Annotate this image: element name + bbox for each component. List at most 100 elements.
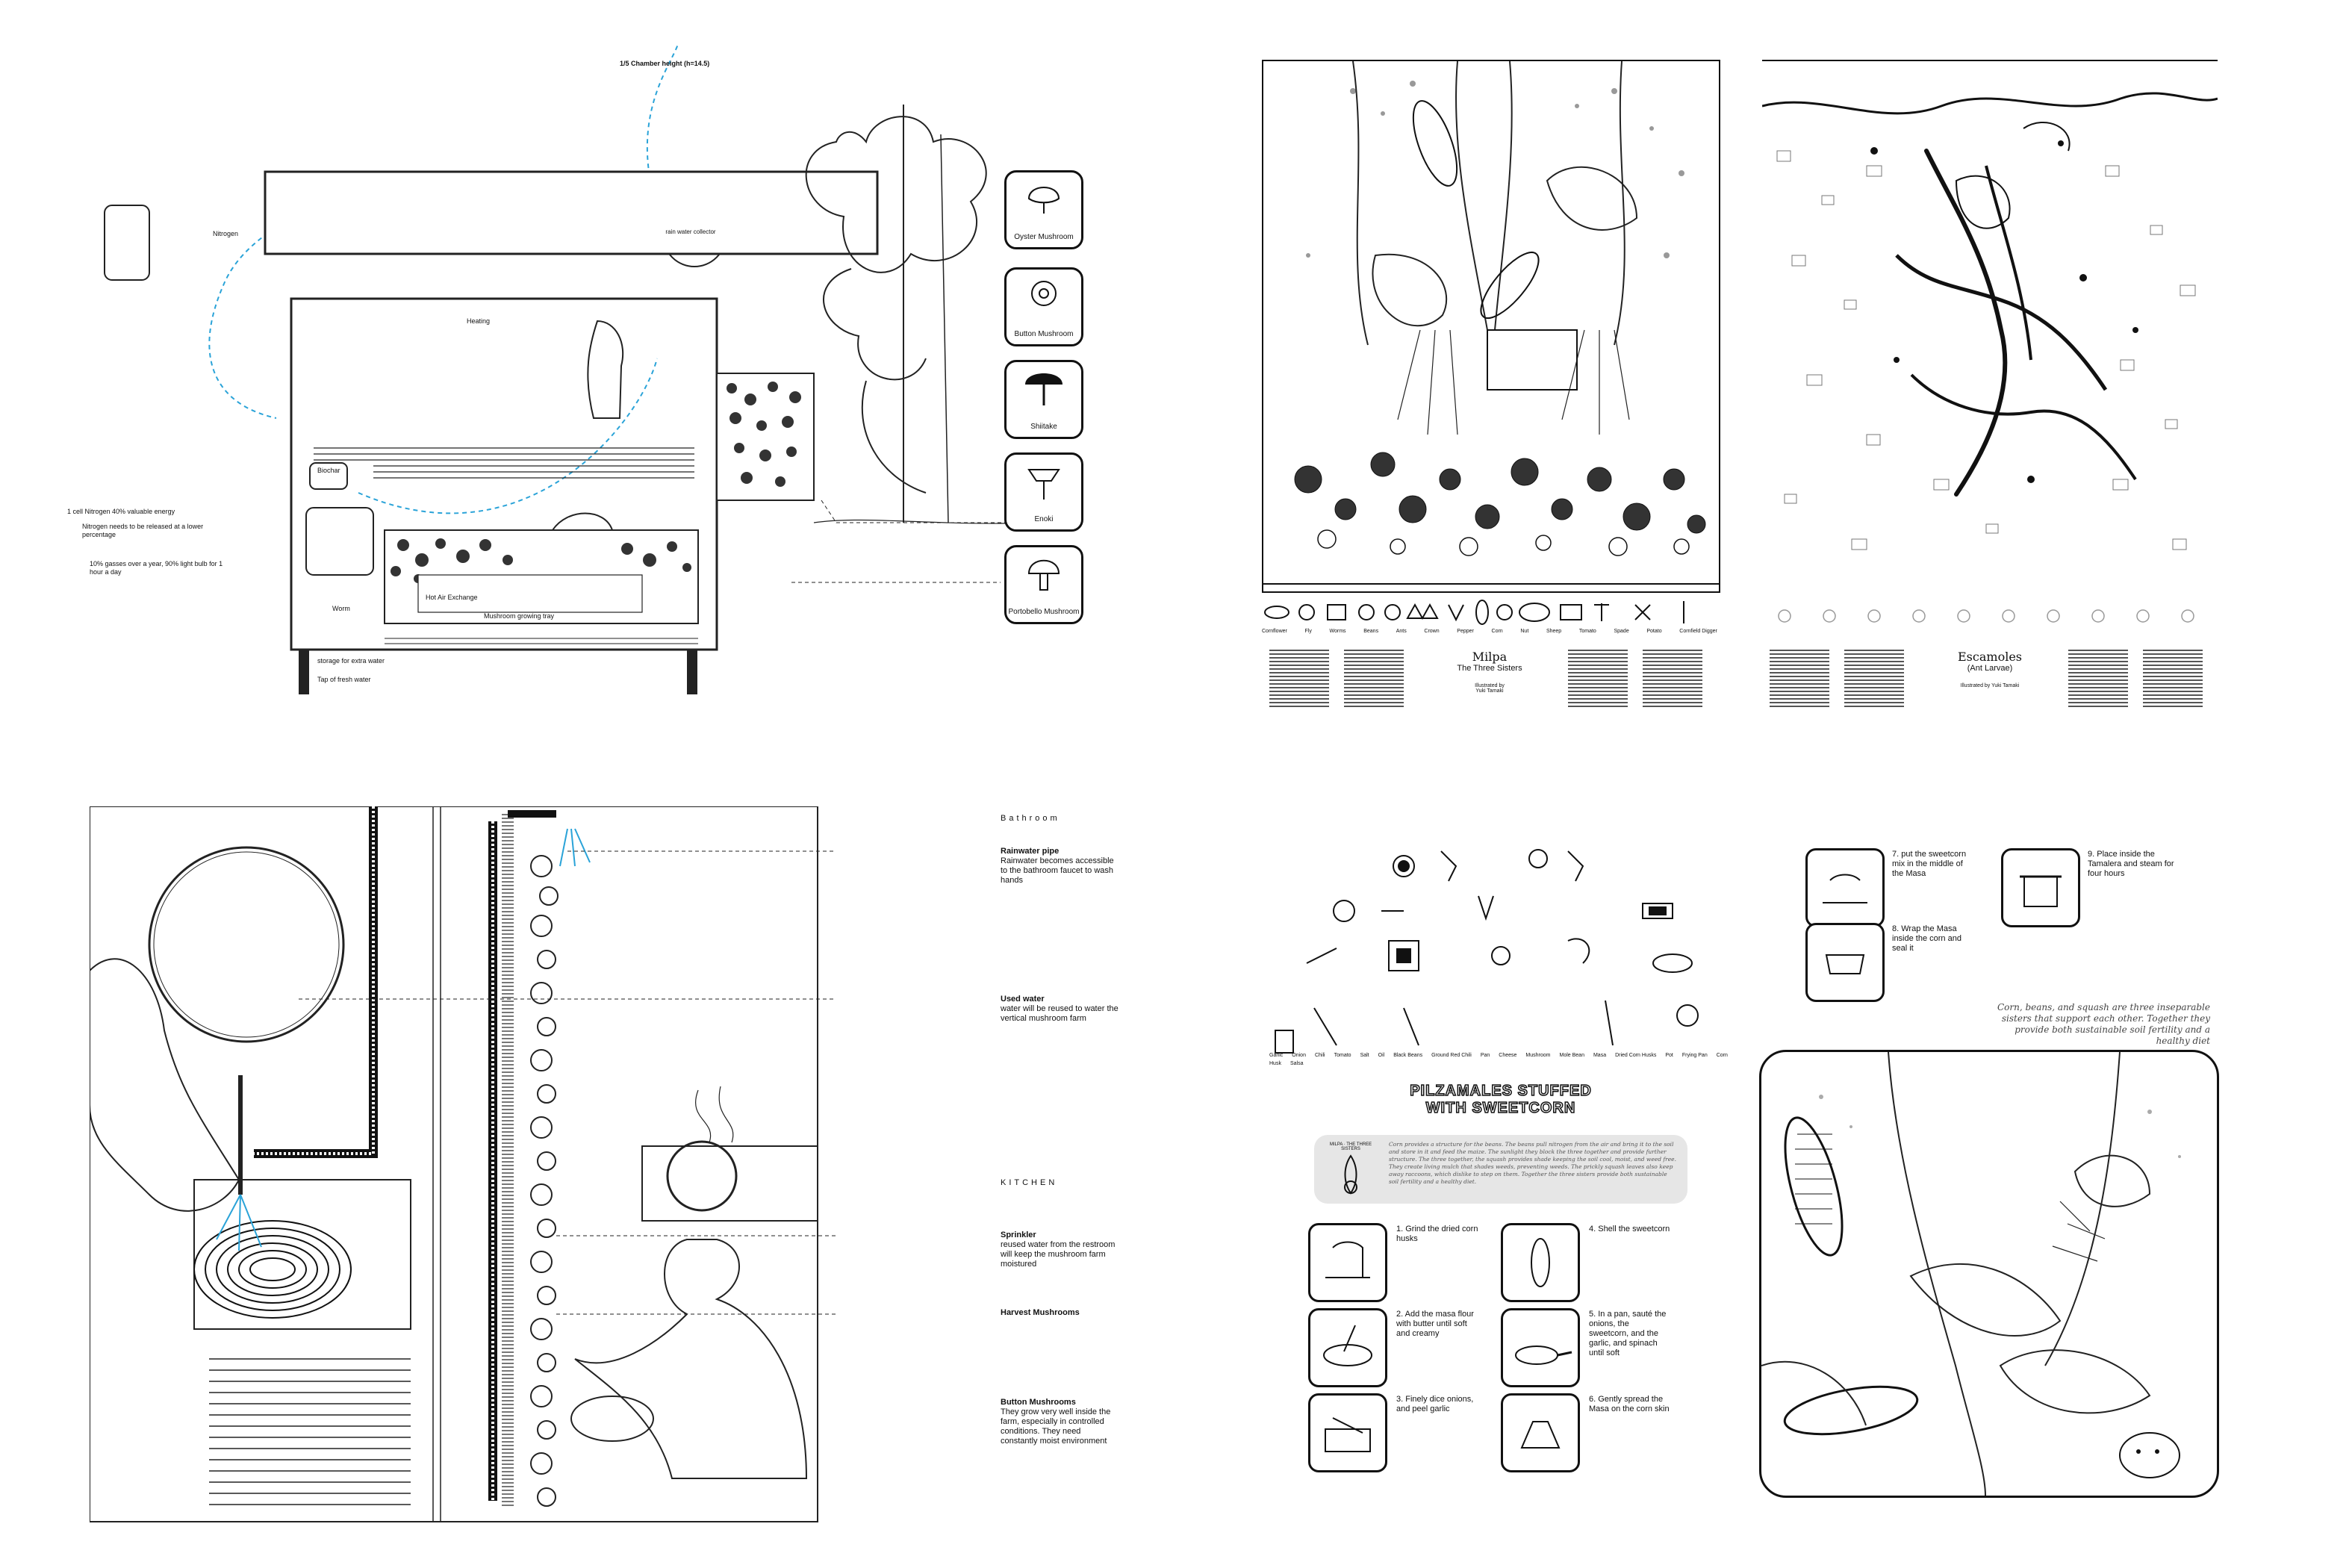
milpa-badge: MILPA · THE THREE SISTERS <box>1325 1141 1377 1198</box>
step-3-text: 3. Finely dice onions, and peel garlic <box>1396 1395 1474 1413</box>
escamoles-subtitle: (Ant Larvae) <box>1967 664 2013 673</box>
filling-icon <box>1823 874 1867 903</box>
mixing-bowl-icon <box>1323 1325 1372 1366</box>
step-3-image <box>1308 1393 1387 1472</box>
milpa-text-col-2 <box>1344 650 1404 709</box>
mushroom-label: Button Mushroom <box>1014 330 1074 338</box>
step-6-text: 6. Gently spread the Masa on the corn sk… <box>1589 1395 1670 1413</box>
section-header-label: 1/5 Chamber height (h=14.5) <box>620 60 710 67</box>
escamoles-text-col-2 <box>1844 650 1904 709</box>
step-8-text: 8. Wrap the Masa inside the corn and sea… <box>1892 924 1961 953</box>
mushroom-label: Shiitake <box>1030 423 1057 431</box>
section-drawing: rain water <box>45 37 1127 717</box>
milpa-subtitle: The Three Sisters <box>1457 664 1522 673</box>
mid-note: Hot Air Exchange <box>426 594 478 601</box>
three-sisters-caption: Corn, beans, and squash are three insepa… <box>1997 1002 2210 1046</box>
escamoles-text-col-4 <box>2143 650 2203 709</box>
ingredient-arc-svg <box>1275 849 1699 1054</box>
wrap-husk-icon <box>1825 954 1865 974</box>
left-note-2: Nitrogen needs to be released at a lower… <box>82 523 204 538</box>
oyster-mushroom-icon <box>1027 187 1060 214</box>
recipe-intro-box: MILPA · THE THREE SISTERS Corn provides … <box>1314 1135 1687 1204</box>
tray-note: Mushroom growing tray <box>483 612 555 620</box>
escamoles-legend <box>1762 605 2218 627</box>
milpa-badge-text: MILPA · THE THREE SISTERS <box>1329 1142 1372 1151</box>
recipe-ingredient-labels: Garlic Onion Chili Tomato Salt Oil Black… <box>1269 1053 1728 1066</box>
step-5-image <box>1501 1308 1580 1387</box>
mushroom-label: Enoki <box>1034 515 1054 523</box>
milpa-title: Milpa <box>1472 650 1508 664</box>
poster-milpa: Cornflower Fly Worms Beans Ants Crown Pe… <box>1262 60 1720 732</box>
step-8-image <box>1805 923 1885 1002</box>
grind-husk-icon <box>1325 1241 1370 1278</box>
poster-escamoles: Escamoles (Ant Larvae) Illustrated by Yu… <box>1762 60 2218 732</box>
corn-illustration-svg <box>1761 1052 2181 1496</box>
step-9-text: 9. Place inside the Tamalera and steam f… <box>2088 850 2174 878</box>
poster-milpa-illustration <box>1262 60 1720 593</box>
bottom-note-2: Tap of fresh water <box>317 676 371 683</box>
heat-label: Heating <box>467 317 491 325</box>
step-4-image <box>1501 1223 1580 1302</box>
detail-drawing <box>89 806 941 1523</box>
escamoles-title: Escamoles <box>1958 650 2022 664</box>
detail-label-rainwater: Rainwater pipe Rainwater becomes accessi… <box>1001 847 1114 885</box>
recipe-ingredient-arc <box>1254 821 1747 1068</box>
milpa-text-col-1 <box>1269 650 1329 709</box>
step-4-text: 4. Shell the sweetcorn <box>1589 1225 1670 1233</box>
recipe-title: PILZAMALES STUFFED WITH SWEETCORN <box>1389 1082 1613 1117</box>
corn-illustration-card <box>1759 1050 2219 1498</box>
step-2-text: 2. Add the masa flour with butter until … <box>1396 1310 1474 1338</box>
escamoles-legend-svg <box>1778 609 2194 623</box>
detail-drawing-svg <box>89 806 941 1522</box>
cutting-board-icon <box>1325 1417 1371 1452</box>
step-9-image <box>2001 848 2080 927</box>
escamoles-title-block: Escamoles (Ant Larvae) Illustrated by Yu… <box>1926 650 2053 688</box>
milpa-text-col-3 <box>1568 650 1628 709</box>
mushroom-card-portobello: Portobello Mushroom <box>1004 545 1083 624</box>
step-5-text: 5. In a pan, sauté the onions, the sweet… <box>1589 1310 1667 1357</box>
milpa-badge-icon <box>1344 1154 1357 1195</box>
milpa-legend-icons <box>1262 597 1717 627</box>
escamoles-byline: Illustrated by Yuki Tamaki <box>1960 683 2020 688</box>
step-1-text: 1. Grind the dried corn husks <box>1396 1225 1478 1243</box>
step-7-image <box>1805 848 1885 927</box>
mushroom-card-oyster: Oyster Mushroom <box>1004 170 1083 249</box>
section-drawing-svg: rain water <box>104 37 1038 694</box>
detail-label-sprinkler: Sprinkler reused water from the restroom… <box>1001 1231 1116 1269</box>
step-2-image <box>1308 1308 1387 1387</box>
recipe-title-line-2: WITH SWEETCORN <box>1425 1099 1576 1117</box>
mushroom-card-enoki: Enoki <box>1004 452 1083 532</box>
bottom-tank-label: Worm <box>332 605 350 612</box>
spread-masa-icon <box>1520 1421 1561 1449</box>
milpa-byline: Illustrated by Yuki Tamaki <box>1475 683 1505 694</box>
detail-label-harvest: Harvest Mushrooms <box>1001 1308 1080 1317</box>
shiitake-icon <box>1025 373 1063 405</box>
mushroom-card-shiitake: Shiitake <box>1004 360 1083 439</box>
bottom-note-1: storage for extra water <box>317 657 385 665</box>
corn-cob-icon <box>1531 1238 1550 1287</box>
poster-escamoles-illustration <box>1762 60 2218 591</box>
mushroom-label: Portobello Mushroom <box>1008 608 1080 616</box>
mushroom-card-button: Button Mushroom <box>1004 267 1083 346</box>
detail-label-button-mushrooms: Button Mushrooms They grow very well ins… <box>1001 1398 1111 1446</box>
step-1-image <box>1308 1223 1387 1302</box>
step-7-text: 7. put the sweetcorn mix in the middle o… <box>1892 850 1967 878</box>
recipe-intro-text: Corn provides a structure for the beans.… <box>1389 1141 1677 1185</box>
milpa-legend-svg <box>1264 600 1684 625</box>
detail-label-used-water: Used water water will be reused to water… <box>1001 995 1119 1023</box>
detail-label-bathroom: Bathroom <box>1001 814 1060 823</box>
escamoles-text-col-1 <box>1770 650 1829 709</box>
recipe-title-line-1: PILZAMALES STUFFED <box>1409 1082 1592 1100</box>
left-note-3: 10% gasses over a year, 90% light bulb f… <box>90 560 223 576</box>
enoki-icon <box>1027 469 1060 500</box>
step-6-image <box>1501 1393 1580 1472</box>
left-tank-label: Nitrogen <box>213 230 239 237</box>
portobello-icon <box>1027 559 1060 591</box>
escamoles-text-col-3 <box>2068 650 2128 709</box>
milpa-title-block: Milpa The Three Sisters Illustrated by Y… <box>1426 650 1553 694</box>
milpa-text-col-4 <box>1643 650 1702 709</box>
tamalera-pot-icon <box>2020 875 2062 907</box>
under-tank-label: Biochar <box>317 467 340 474</box>
button-mushroom-icon <box>1031 281 1057 306</box>
left-note-1: 1 cell Nitrogen 40% valuable energy <box>67 508 175 515</box>
